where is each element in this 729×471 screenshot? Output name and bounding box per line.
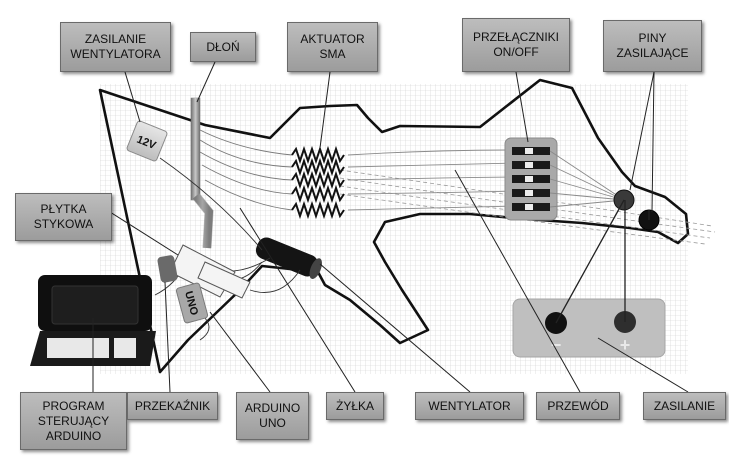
plus-sign: + [620, 335, 631, 355]
label-sma: AKTUATOR SMA [287, 22, 378, 72]
fan-cylinder [255, 237, 322, 279]
label-relay: PRZEKAŹNIK [127, 392, 218, 420]
label-program: PROGRAM STERUJĄCY ARDUINO [20, 392, 127, 450]
sma-coils [291, 145, 345, 220]
label-switches: PRZEŁĄCZNIKI ON/OFF [462, 18, 570, 72]
label-power-pins: PINY ZASILAJĄCE [603, 20, 702, 72]
power-supply-box [512, 298, 666, 358]
label-arduino: ARDUINO UNO [236, 392, 309, 440]
label-hand: DŁOŃ [190, 32, 256, 62]
minus-sign: − [551, 335, 562, 355]
sma-switch-wires [347, 149, 516, 211]
label-fan: WENTYLATOR [415, 392, 524, 420]
laptop [30, 275, 156, 366]
switch-pin-wires [549, 150, 625, 208]
label-fishing-line: ŻYŁKA [326, 392, 384, 420]
label-fan-power: ZASILANIE WENTYLATORA [60, 22, 171, 72]
label-power-supply: ZASILANIE [643, 392, 726, 420]
supply-wires [555, 199, 650, 324]
label-breadboard: PŁYTKA STYKOWA [15, 193, 112, 241]
label-wire: PRZEWÓD [536, 392, 620, 420]
relay-module [157, 255, 178, 283]
leader-lines [92, 61, 689, 393]
arduino-board: UNO [175, 282, 209, 324]
battery-12v: 12V [126, 120, 168, 162]
switch-slots [512, 147, 550, 211]
tendon-wires [199, 129, 293, 211]
hand-rod-top-fill [191, 98, 200, 200]
guitar-outline [98, 78, 690, 374]
